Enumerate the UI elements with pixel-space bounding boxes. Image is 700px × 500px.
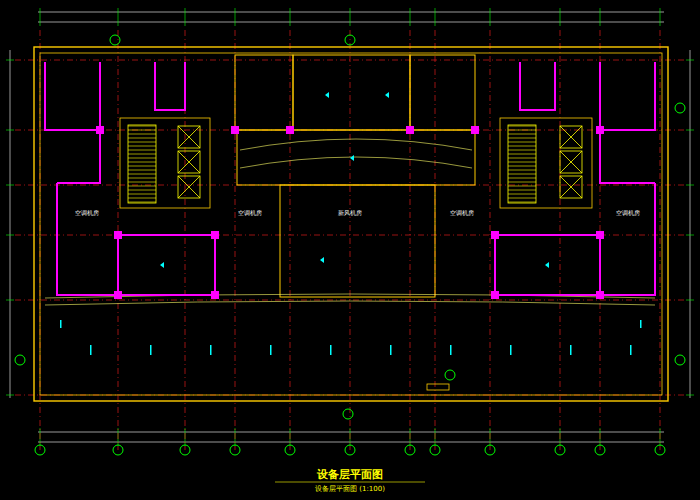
drawing-title: 设备层平面图 <box>316 469 384 481</box>
room-label: 空调机房 <box>74 210 100 217</box>
shaft <box>45 55 655 305</box>
grid-axis <box>15 30 685 450</box>
drain-mark <box>60 92 642 355</box>
room-label: 空调机房 <box>615 210 641 217</box>
drawing-scale: 设备层平面图 (1:100) <box>314 486 386 494</box>
title-underline <box>275 482 425 483</box>
equipment <box>427 384 449 390</box>
stair-core <box>120 118 592 208</box>
axis-bubble <box>15 35 685 455</box>
room-label: 新风机房 <box>337 210 363 217</box>
column <box>96 126 604 299</box>
room-label: 空调机房 <box>237 210 263 217</box>
outer-wall <box>34 47 668 401</box>
inner-wall <box>45 62 655 295</box>
room-label: 空调机房 <box>449 210 475 217</box>
